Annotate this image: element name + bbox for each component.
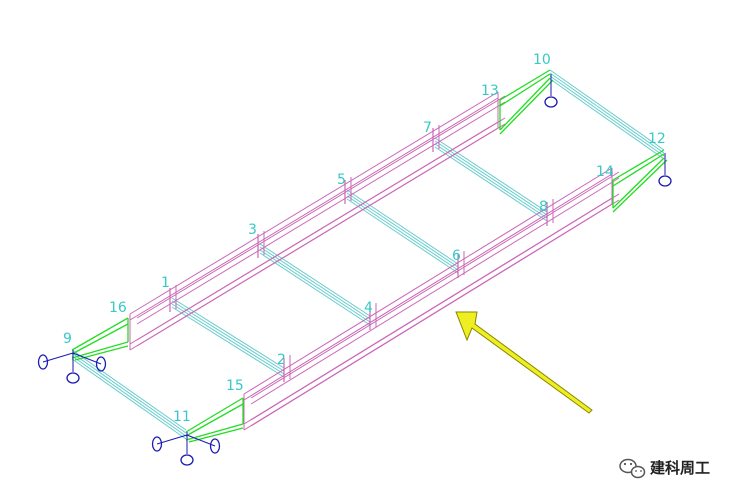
node-label-15: 15 xyxy=(226,378,244,394)
pointer-arrow xyxy=(455,311,593,414)
cross-beam-edge xyxy=(434,140,548,216)
end-beam-edge xyxy=(71,358,187,440)
bracket-edge xyxy=(499,73,551,107)
node-label-5: 5 xyxy=(337,172,346,188)
cross-beam-edge xyxy=(259,243,371,317)
node-label-10: 10 xyxy=(533,52,551,68)
main-girders xyxy=(129,91,620,431)
cross-beam-edge xyxy=(346,189,459,265)
bracket-edge xyxy=(612,157,665,209)
node-labels: 1 2 3 4 5 6 7 8 9 10 11 12 13 14 15 16 xyxy=(63,52,666,425)
node-label-1: 1 xyxy=(161,275,170,291)
left-girder-edge xyxy=(129,97,499,321)
left-girder-edge xyxy=(136,123,506,347)
end-beam-edge xyxy=(71,352,187,434)
left-girder-edge xyxy=(136,101,506,325)
node-label-2: 2 xyxy=(277,352,286,368)
cross-beam-edge xyxy=(259,249,371,323)
node-label-11: 11 xyxy=(173,409,191,425)
node-label-9: 9 xyxy=(63,331,72,347)
support-symbol xyxy=(66,372,80,384)
cross-beam-edge xyxy=(346,192,459,268)
node-label-12: 12 xyxy=(648,131,666,147)
bracket-edge xyxy=(499,79,554,135)
node-label-16: 16 xyxy=(109,300,127,316)
left-girder-edge xyxy=(136,95,506,319)
node-label-6: 6 xyxy=(452,248,461,264)
cross-beam-edge xyxy=(434,137,548,213)
cross-beam-edge xyxy=(259,246,371,320)
support-symbol xyxy=(95,356,107,372)
end-brackets xyxy=(71,69,668,443)
bracket-edge xyxy=(185,397,244,433)
bracket-edge xyxy=(185,423,244,441)
cross-beam-edge xyxy=(434,146,548,222)
end-beam-edge xyxy=(71,349,187,431)
support-symbol xyxy=(180,454,194,466)
cross-beam-edge xyxy=(171,300,285,372)
right-girder-edge xyxy=(250,199,620,427)
node-label-13: 13 xyxy=(481,83,499,99)
support-symbol xyxy=(151,436,163,452)
bracket-edge xyxy=(612,159,668,213)
bracket-edge xyxy=(499,69,551,101)
bracket-edge xyxy=(185,403,244,437)
bracket-edge xyxy=(71,341,129,359)
arrow-icon xyxy=(455,311,593,414)
cross-beams xyxy=(71,69,665,440)
node-label-3: 3 xyxy=(248,222,257,238)
cross-beam-edge xyxy=(434,143,548,219)
cross-beam-edge xyxy=(259,252,371,326)
right-girder-edge xyxy=(243,173,613,401)
cross-beam-edge xyxy=(346,195,459,271)
bracket-edge xyxy=(612,149,665,181)
end-beam-edge xyxy=(549,78,665,160)
watermark: 建科周工 xyxy=(619,458,710,479)
bracket-edge xyxy=(612,153,665,187)
node-label-14: 14 xyxy=(596,164,614,180)
node-label-4: 4 xyxy=(364,300,373,316)
cross-beam-edge xyxy=(171,306,285,378)
bracket-edge xyxy=(71,317,129,351)
wechat-icon xyxy=(619,458,646,479)
support-symbol xyxy=(544,96,558,108)
cross-beam-edge xyxy=(171,297,285,369)
right-girder-edge xyxy=(250,177,620,405)
cross-beam-edge xyxy=(171,303,285,375)
bracket-edge xyxy=(71,323,129,355)
end-beam-edge xyxy=(549,69,665,151)
end-beam-edge xyxy=(549,75,665,157)
end-beam-edge xyxy=(549,72,665,154)
end-beam-edge xyxy=(71,355,187,437)
left-girder-edge xyxy=(129,91,499,315)
support-symbol xyxy=(37,354,49,370)
support-symbol xyxy=(658,175,672,187)
node-label-7: 7 xyxy=(423,120,432,136)
right-girder-edge xyxy=(243,167,613,395)
supports xyxy=(37,74,672,466)
cross-beam-edge xyxy=(346,198,459,274)
node-label-8: 8 xyxy=(539,199,548,215)
bracket-edge xyxy=(499,77,551,131)
right-girder-edge xyxy=(250,171,620,399)
support-symbol xyxy=(209,438,221,454)
right-girder-edge xyxy=(250,193,620,421)
watermark-text: 建科周工 xyxy=(650,459,710,477)
left-girder-edge xyxy=(136,117,506,341)
